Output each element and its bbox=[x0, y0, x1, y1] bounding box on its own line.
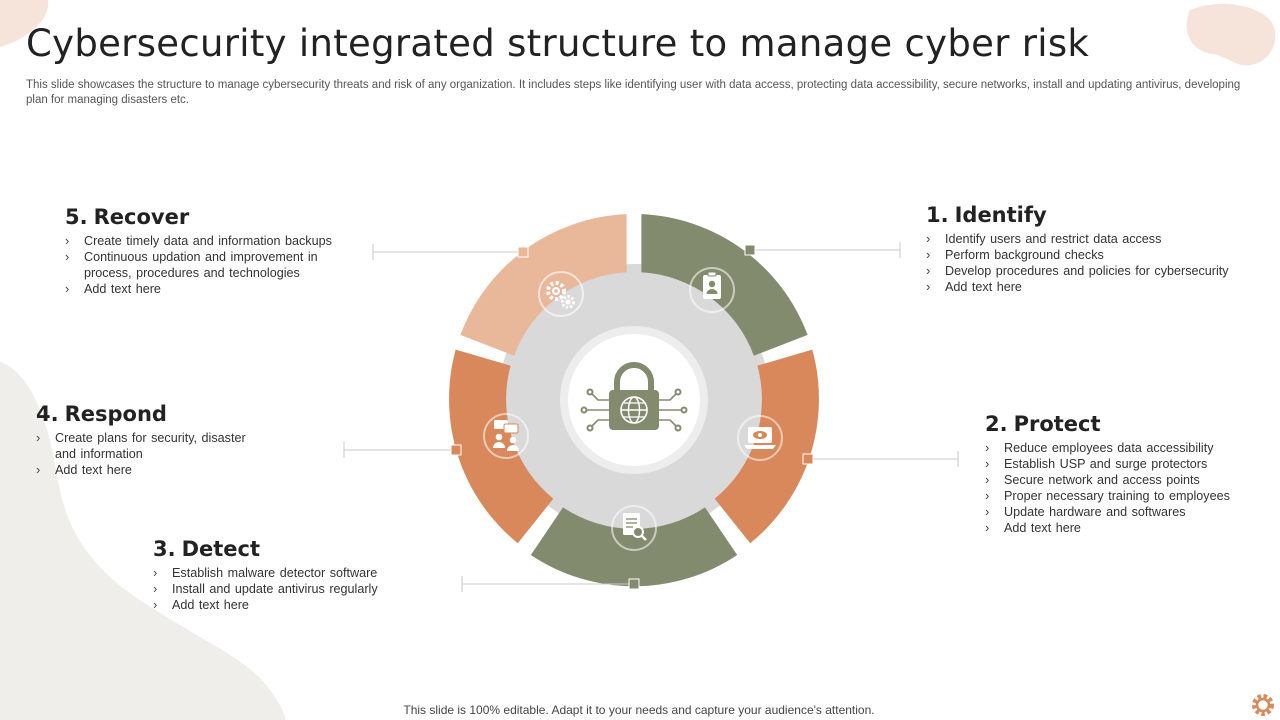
segment-identify[interactable] bbox=[641, 214, 808, 356]
bullet-item: Create plans for security, disaster and … bbox=[36, 430, 271, 462]
segment-detect[interactable] bbox=[530, 507, 738, 587]
step-heading: 1.Identify bbox=[926, 203, 1047, 227]
step-heading: 4.Respond bbox=[36, 402, 167, 426]
user-clipboard-icon bbox=[689, 267, 735, 313]
bullet-item: Establish malware detector software bbox=[153, 565, 403, 581]
bullet-item: Add text here bbox=[36, 462, 271, 478]
page-title: Cybersecurity integrated structure to ma… bbox=[26, 22, 1090, 65]
step-respond: 4.Respond Create plans for security, dis… bbox=[36, 402, 271, 478]
bullet-item: Add text here bbox=[153, 597, 403, 613]
bullet-item: Perform background checks bbox=[926, 247, 1256, 263]
step-bullets: Create timely data and information backu… bbox=[65, 233, 357, 297]
segment-recover[interactable] bbox=[460, 214, 627, 356]
bullet-item: Develop procedures and policies for cybe… bbox=[926, 263, 1256, 279]
bullet-item: Add text here bbox=[65, 281, 357, 297]
step-bullets: Establish malware detector software Inst… bbox=[153, 565, 403, 613]
bullet-item: Update hardware and softwares bbox=[985, 504, 1270, 520]
connector-recover bbox=[372, 244, 529, 260]
bullet-item: Secure network and access points bbox=[985, 472, 1270, 488]
step-heading: 2.Protect bbox=[985, 412, 1101, 436]
connector-protect bbox=[802, 451, 959, 467]
step-recover: 5.Recover Create timely data and informa… bbox=[65, 205, 357, 297]
step-bullets: Identify users and restrict data access … bbox=[926, 231, 1256, 295]
bullet-item: Create timely data and information backu… bbox=[65, 233, 357, 249]
footer-note: This slide is 100% editable. Adapt it to… bbox=[403, 703, 875, 717]
document-search-icon bbox=[611, 505, 657, 551]
step-detect: 3.Detect Establish malware detector soft… bbox=[153, 537, 403, 613]
step-heading: 5.Recover bbox=[65, 205, 190, 229]
bullet-item: Reduce employees data accessibility bbox=[985, 440, 1270, 456]
bullet-item: Establish USP and surge protectors bbox=[985, 456, 1270, 472]
connector-identify bbox=[744, 242, 901, 258]
step-protect: 2.Protect Reduce employees data accessib… bbox=[985, 412, 1270, 536]
connector-respond bbox=[343, 442, 462, 458]
laptop-eye-icon bbox=[737, 415, 783, 461]
bullet-item: Proper necessary training to employees bbox=[985, 488, 1270, 504]
step-bullets: Create plans for security, disaster and … bbox=[36, 430, 271, 478]
step-bullets: Reduce employees data accessibility Esta… bbox=[985, 440, 1270, 536]
team-meeting-icon bbox=[483, 413, 529, 459]
lock-globe-circuit-icon bbox=[580, 362, 688, 432]
page-subtitle: This slide showcases the structure to ma… bbox=[26, 79, 1241, 106]
bullet-item: Install and update antivirus regularly bbox=[153, 581, 403, 597]
gear-icon bbox=[1252, 694, 1274, 716]
bullet-item: Continuous updation and improvement in p… bbox=[65, 249, 357, 281]
step-heading: 3.Detect bbox=[153, 537, 261, 561]
bullet-item: Identify users and restrict data access bbox=[926, 231, 1256, 247]
bullet-item: Add text here bbox=[985, 520, 1270, 536]
gears-icon bbox=[538, 271, 584, 317]
step-identify: 1.Identify Identify users and restrict d… bbox=[926, 203, 1256, 295]
bullet-item: Add text here bbox=[926, 279, 1256, 295]
connector-detect bbox=[461, 576, 640, 592]
